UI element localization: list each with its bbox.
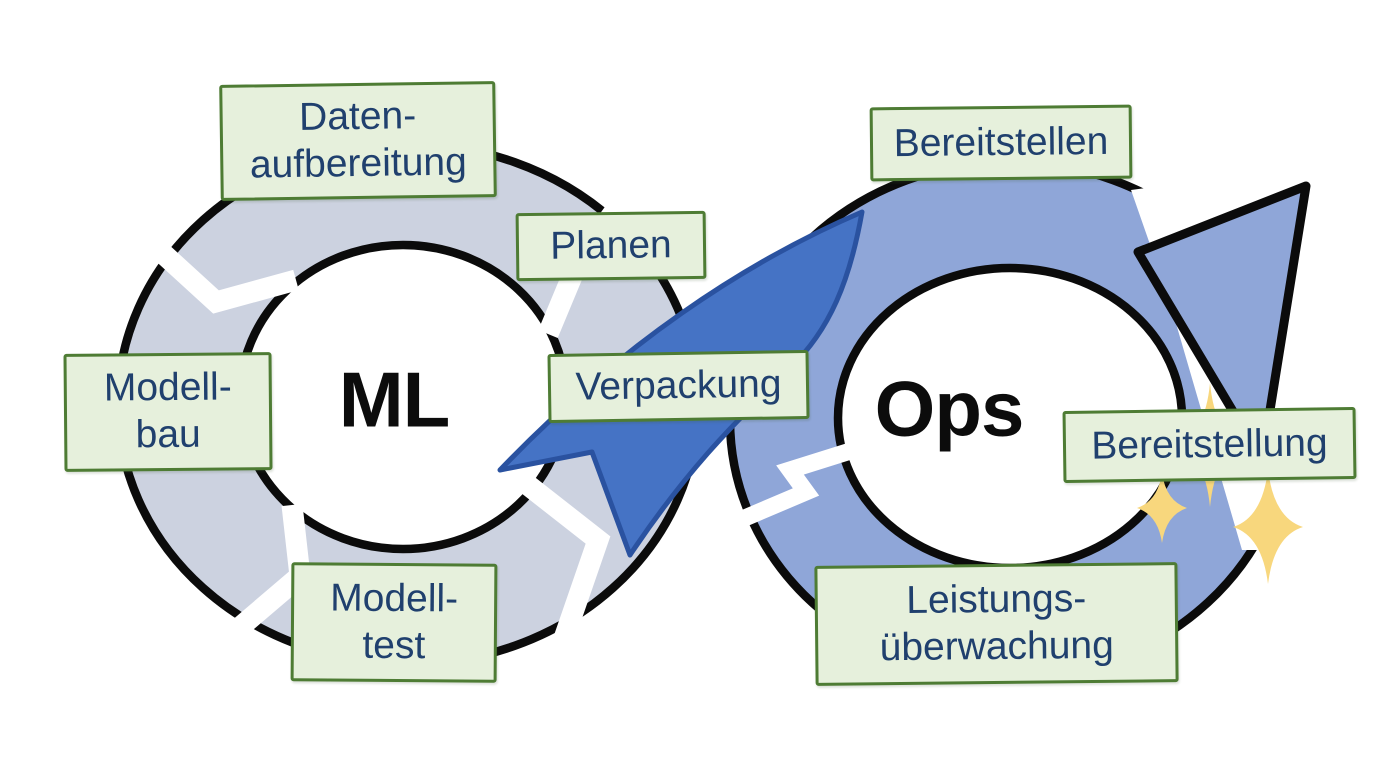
loop-name-ml: ML xyxy=(338,355,451,444)
stage-label-bereitstellung: Bereitstellung xyxy=(1062,406,1357,484)
loop-name-ops: Ops xyxy=(874,364,1025,453)
sparkle-icon xyxy=(1137,473,1187,543)
stage-label-modelltest: Modell- test xyxy=(290,562,498,683)
arrowhead-icon xyxy=(1133,181,1311,465)
sparkle-icon xyxy=(1233,470,1303,584)
stage-label-modellbau: Modell- bau xyxy=(63,352,273,472)
stage-label-leistungsueberwachung: Leistungs- überwachung xyxy=(814,562,1179,686)
ops-ring-segment-gap xyxy=(736,439,863,528)
stage-label-planen: Planen xyxy=(515,210,707,282)
stage-label-datenaufbereitung: Daten- aufbereitung xyxy=(219,81,497,201)
stage-label-bereitstellen: Bereitstellen xyxy=(869,104,1133,182)
stage-label-verpackung: Verpackung xyxy=(547,349,810,424)
